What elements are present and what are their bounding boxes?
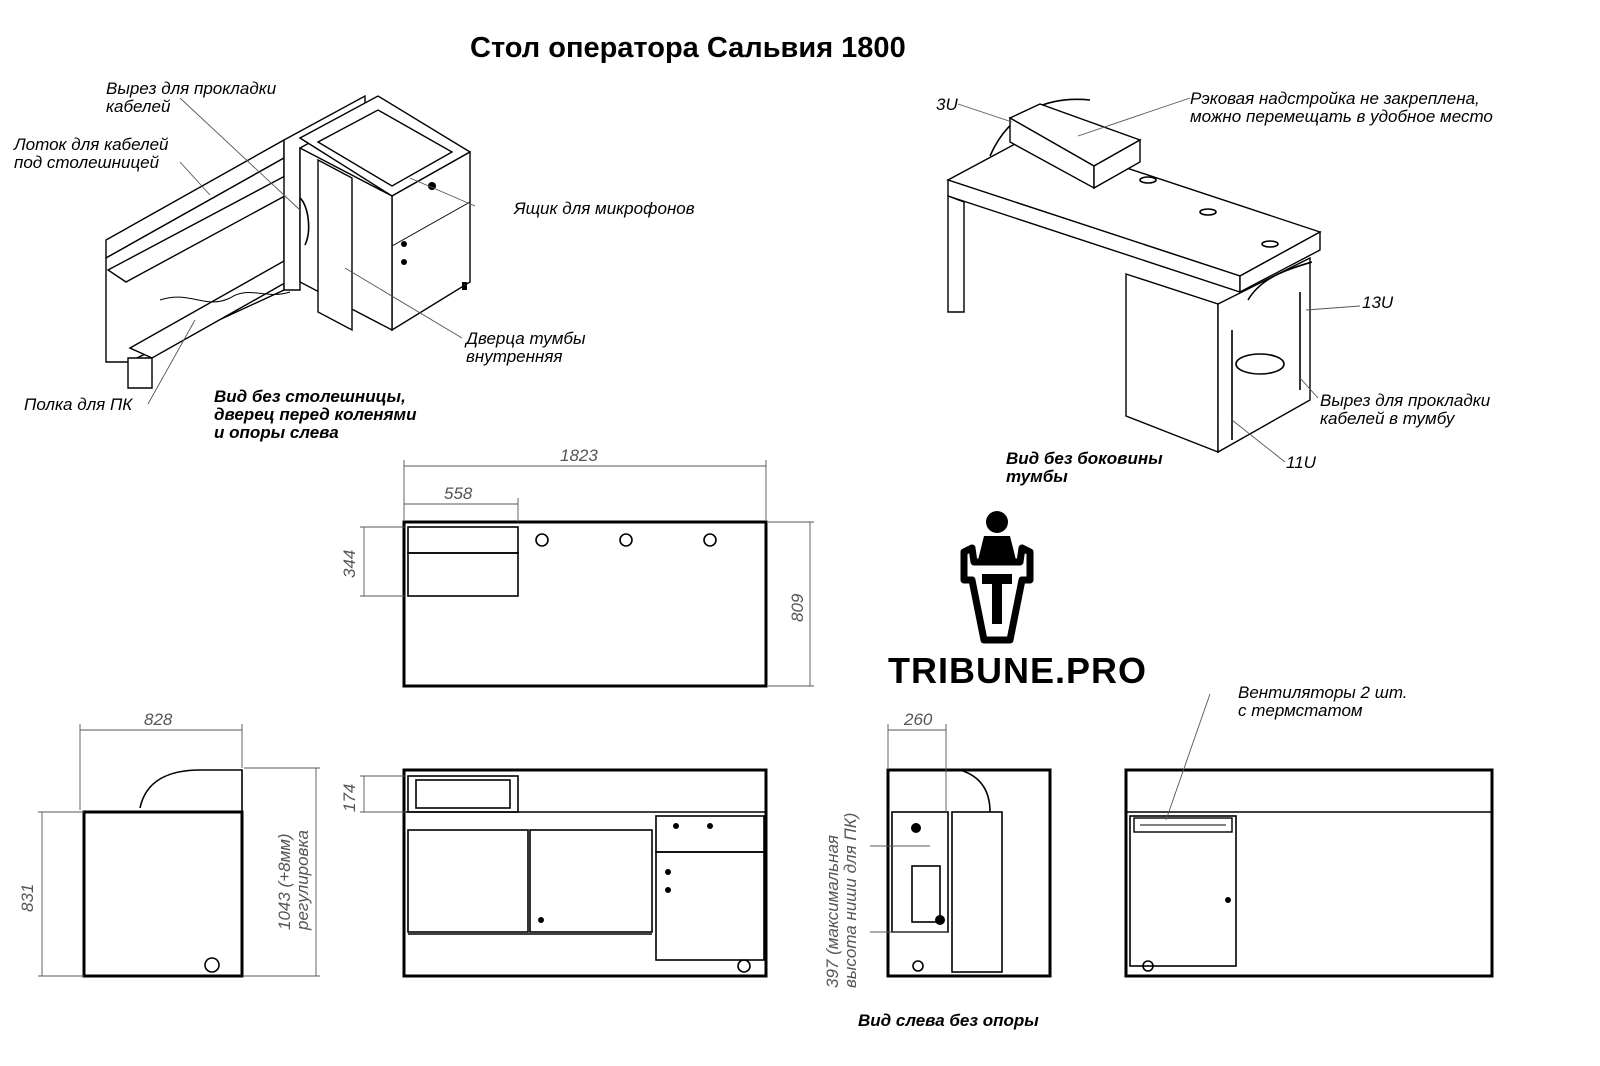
- label-mic-drawer: Ящик для микрофонов: [514, 199, 695, 218]
- page-title: Стол оператора Сальвия 1800: [470, 32, 906, 64]
- caption-view-no-top: Вид без столешницы, дверец перед коленям…: [214, 387, 417, 442]
- label-cabinet-door: Дверца тумбы внутренняя: [466, 329, 586, 366]
- label-rack-superstructure: Рэковая надстройка не закреплена, можно …: [1190, 89, 1493, 126]
- dim-drawer-width: 558: [444, 484, 473, 503]
- brand-name: TRIBUNE.PRO: [888, 650, 1148, 691]
- label-cable-cutout: Вырез для прокладки кабелей: [106, 79, 277, 116]
- isometric-view-no-side: [946, 97, 1361, 463]
- dim-niche-height: 397 (максимальная высота ниши для ПК): [823, 812, 860, 988]
- plan-view: [360, 460, 814, 688]
- dim-drawer-depth: 344: [340, 549, 359, 578]
- label-fans: Вентиляторы 2 шт. с термстатом: [1238, 683, 1408, 720]
- label-rack-13u: 13U: [1362, 293, 1394, 312]
- label-cable-tray: Лоток для кабелей под столешницей: [14, 135, 169, 172]
- left-view-no-support: [870, 724, 1052, 978]
- isometric-view-no-top: [105, 94, 476, 405]
- caption-view-left: Вид слева без опоры: [858, 1011, 1039, 1030]
- dim-total-width: 1823: [560, 446, 598, 465]
- side-view-left: [38, 724, 320, 978]
- label-rack-3u: 3U: [936, 95, 958, 114]
- rear-view: [1124, 693, 1494, 978]
- dim-height-top: 831: [18, 883, 37, 912]
- dim-niche-depth: 260: [904, 710, 933, 729]
- dim-rack-height: 174: [340, 783, 359, 812]
- dim-depth: 809: [788, 593, 807, 622]
- label-pc-shelf: Полка для ПК: [24, 395, 133, 414]
- label-cabinet-cable-cutout: Вырез для прокладки кабелей в тумбу: [1320, 391, 1491, 428]
- front-view: [360, 768, 768, 978]
- dim-height-total: 1043 (+8мм) регулировка: [275, 830, 312, 930]
- dim-side-depth: 828: [144, 710, 173, 729]
- caption-view-no-side: Вид без боковины тумбы: [1006, 449, 1163, 486]
- tribune-podium-logo-icon: [960, 511, 1034, 644]
- label-rack-11u: 11U: [1286, 453, 1316, 472]
